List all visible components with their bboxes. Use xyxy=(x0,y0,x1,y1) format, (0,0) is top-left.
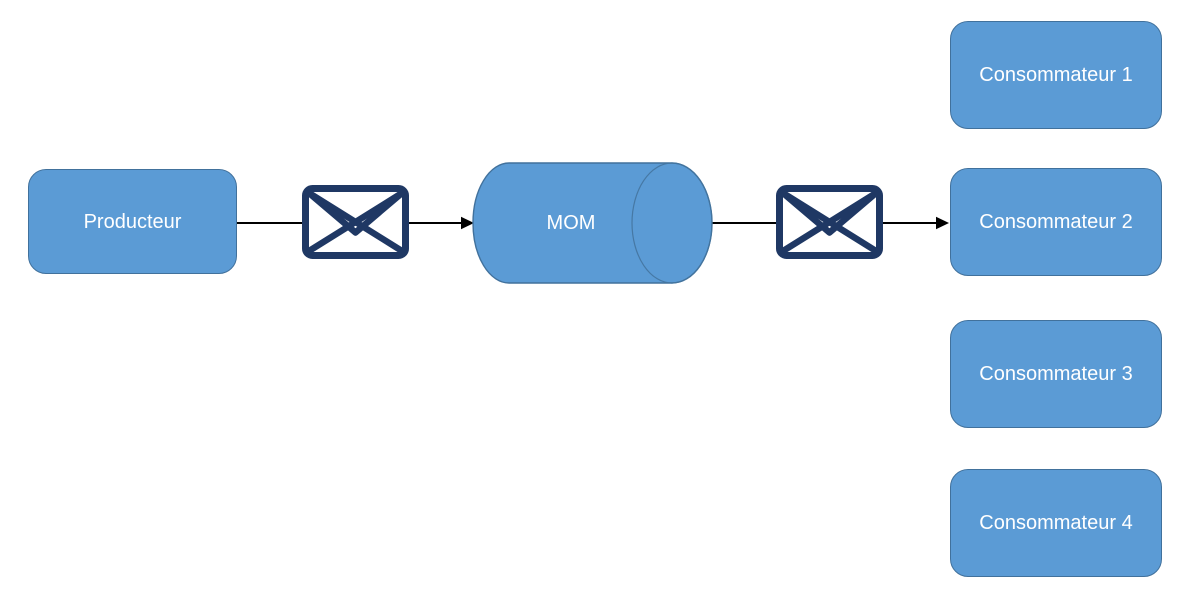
envelope-flap xyxy=(779,189,880,236)
consumer-node-4: Consommateur 4 xyxy=(950,469,1162,577)
consumer-node-3: Consommateur 3 xyxy=(950,320,1162,428)
envelope-icon xyxy=(776,185,883,259)
producer-node: Producteur xyxy=(28,169,237,274)
consumer-node-1: Consommateur 1 xyxy=(950,21,1162,129)
arrowhead-into-mom xyxy=(461,216,474,230)
consumer-label: Consommateur 2 xyxy=(979,211,1133,233)
mom-cylinder-body xyxy=(472,162,713,284)
arrowhead-into-consumer2 xyxy=(936,216,949,230)
mom-cylinder-shape xyxy=(472,162,713,284)
consumer-label: Consommateur 4 xyxy=(979,512,1133,534)
consumer-node-2: Consommateur 2 xyxy=(950,168,1162,276)
envelope-flap xyxy=(305,189,406,236)
producer-label: Producteur xyxy=(83,210,182,233)
envelope-icon xyxy=(302,185,409,259)
consumer-label: Consommateur 3 xyxy=(979,363,1133,385)
consumer-label: Consommateur 1 xyxy=(979,64,1133,86)
mom-cylinder-rim xyxy=(631,162,713,284)
